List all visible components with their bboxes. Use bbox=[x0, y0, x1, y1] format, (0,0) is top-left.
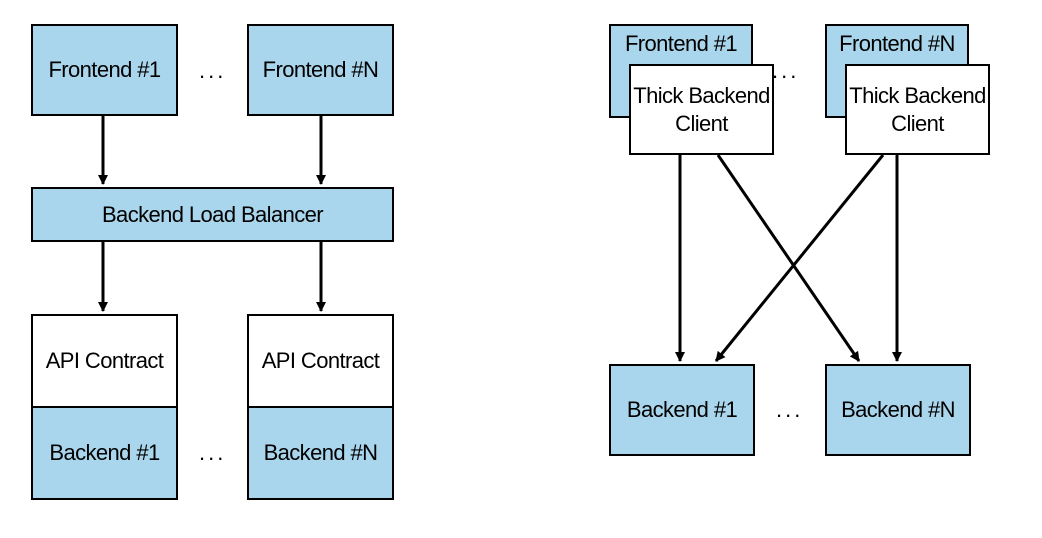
right-thick-client-1-box: Thick Backend Client bbox=[629, 64, 774, 155]
left-api-contract-n-label: API Contract bbox=[261, 348, 380, 373]
left-frontend-n-label: Frontend #N bbox=[262, 57, 379, 82]
load-balancer-label: Backend Load Balancer bbox=[101, 201, 324, 227]
load-balancer-box: Backend Load Balancer bbox=[31, 187, 394, 242]
left-frontend-n-box: Frontend #N bbox=[247, 24, 394, 116]
left-backend-1-box: Backend #1 bbox=[31, 406, 178, 500]
left-api-contract-1-label: API Contract bbox=[45, 348, 164, 373]
right-thick-client-n-label: Thick Backend Client bbox=[849, 82, 986, 136]
right-backend-1-label: Backend #1 bbox=[626, 397, 738, 422]
right-frontend-1-label: Frontend #1 bbox=[624, 31, 738, 56]
left-api-contract-n-box: API Contract bbox=[247, 314, 394, 408]
left-frontend-ellipsis: ... bbox=[199, 58, 227, 83]
left-backend-ellipsis: ... bbox=[199, 440, 227, 465]
arrow-client-n-to-backend-1 bbox=[714, 154, 885, 362]
left-frontend-1-label: Frontend #1 bbox=[48, 57, 161, 82]
left-backend-n-label: Backend #N bbox=[263, 440, 378, 465]
left-frontend-1-box: Frontend #1 bbox=[31, 24, 178, 116]
right-backend-1-box: Backend #1 bbox=[609, 364, 755, 456]
right-frontend-ellipsis: ... bbox=[772, 58, 800, 83]
left-backend-n-box: Backend #N bbox=[247, 406, 394, 500]
arrow-client-1-to-backend-n bbox=[716, 154, 861, 362]
right-backend-n-label: Backend #N bbox=[841, 397, 955, 422]
right-thick-client-1-label: Thick Backend Client bbox=[633, 82, 770, 136]
right-backend-ellipsis: ... bbox=[776, 397, 804, 422]
right-backend-n-box: Backend #N bbox=[825, 364, 971, 456]
left-backend-1-label: Backend #1 bbox=[49, 440, 160, 465]
right-frontend-n-label: Frontend #N bbox=[839, 31, 955, 56]
right-thick-client-n-box: Thick Backend Client bbox=[845, 64, 990, 155]
